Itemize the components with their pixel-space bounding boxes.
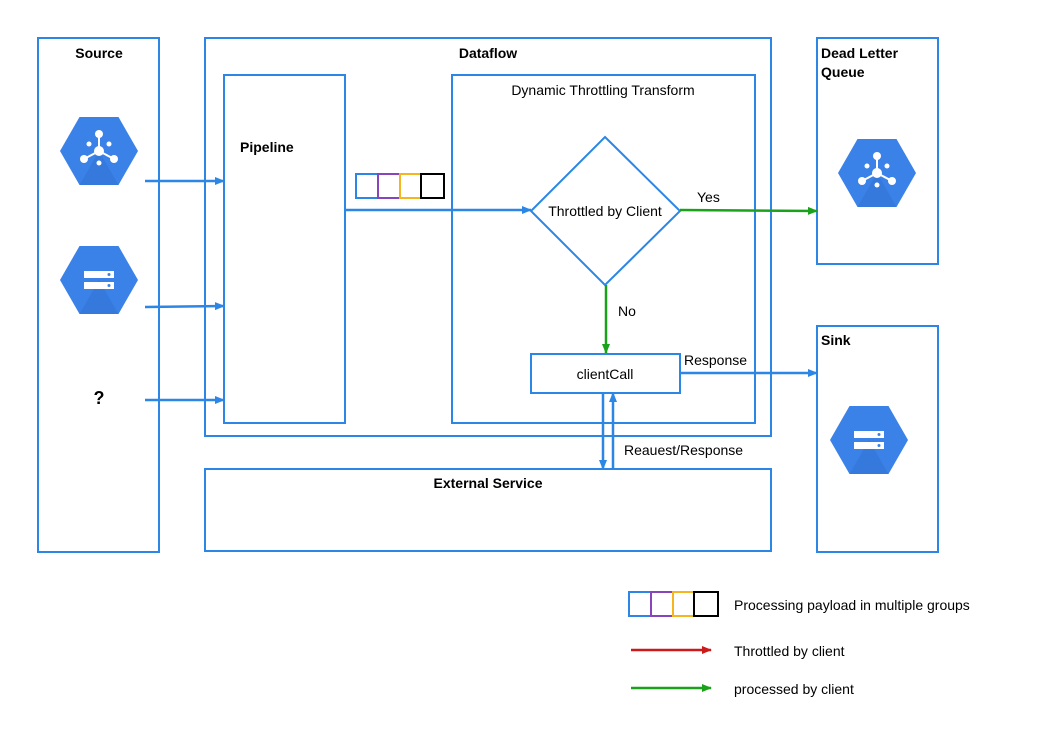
yes-label: Yes	[697, 189, 720, 205]
clientcall-label: clientCall	[577, 366, 634, 382]
decision-label: Throttled by Client	[548, 203, 662, 219]
dataflow-box: Dataflow	[204, 37, 772, 437]
pipeline-title: Pipeline	[240, 139, 294, 155]
legend-processed-label: processed by client	[734, 681, 854, 697]
sink-title: Sink	[821, 332, 851, 348]
pubsub-hexagon-icon	[60, 117, 138, 185]
dlq-box: Dead Letter Queue	[816, 37, 939, 265]
source-title: Source	[75, 45, 123, 61]
legend-groups-icon	[628, 591, 719, 617]
no-label: No	[618, 303, 636, 319]
unknown-source-label: ?	[94, 388, 105, 408]
throttled-decision-node: Throttled by Client	[529, 135, 682, 287]
storage-hexagon-icon	[60, 246, 138, 314]
source-storage-to-pipeline-arrow	[144, 302, 225, 311]
external-service-title: External Service	[434, 475, 543, 491]
dlq-pubsub-hexagon-icon	[838, 139, 916, 207]
sink-storage-hexagon-icon	[830, 406, 908, 474]
legend-throttled-label: Throttled by client	[734, 643, 845, 659]
payload-groups-icon	[355, 173, 445, 199]
dataflow-title: Dataflow	[459, 45, 517, 61]
pipeline-box: Pipeline	[223, 74, 346, 424]
source-box: Source	[37, 37, 160, 553]
yes-to-dlq-arrow	[679, 206, 818, 215]
response-label: Response	[684, 352, 747, 368]
request-response-label: Reauest/Response	[624, 442, 743, 458]
external-service-box: External Service	[204, 468, 772, 552]
sink-box: Sink	[816, 325, 939, 553]
transform-title: Dynamic Throttling Transform	[511, 82, 694, 98]
dlq-title-line1: Dead Letter	[821, 45, 899, 61]
dlq-title-line2: Queue	[821, 64, 865, 80]
legend: Processing payload in multiple groups Th…	[628, 591, 970, 697]
legend-groups-label: Processing payload in multiple groups	[734, 597, 970, 613]
clientcall-node: clientCall	[530, 353, 681, 394]
